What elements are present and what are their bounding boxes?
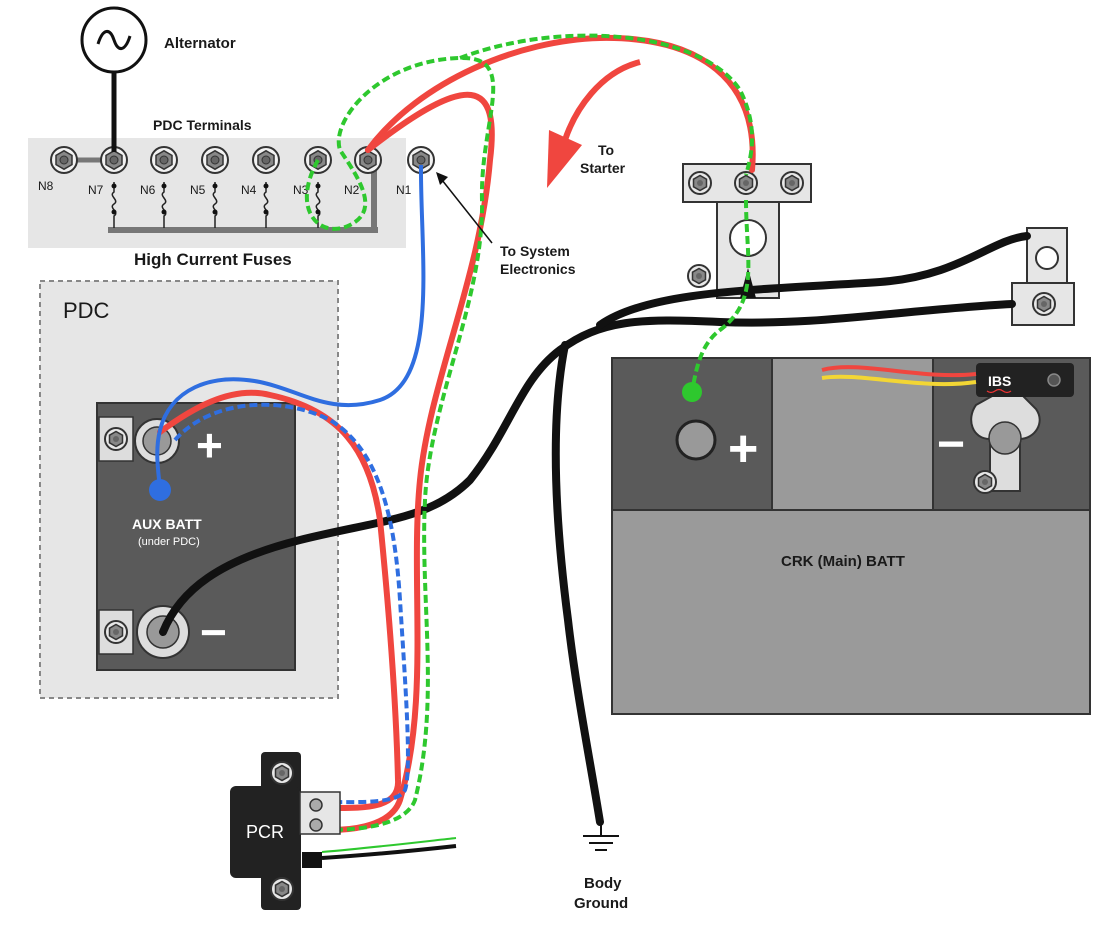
- alternator-label: Alternator: [164, 35, 236, 52]
- to-starter-label-1: To: [598, 142, 614, 158]
- terminal-n6: N6: [140, 183, 156, 197]
- to-system-label-1: To System: [500, 243, 570, 259]
- crk-plus-sign: +: [728, 420, 758, 478]
- crk-positive-post: [675, 419, 717, 461]
- pdc-terminals-label: PDC Terminals: [153, 117, 252, 133]
- terminal-n1: N1: [396, 183, 412, 197]
- terminal-n8: N8: [38, 179, 54, 193]
- to-starter-arrow-icon: [547, 130, 582, 188]
- body-ground-label-1: Body: [584, 875, 622, 892]
- aux-batt-sublabel: (under PDC): [138, 536, 200, 548]
- aux-batt-label: AUX BATT: [132, 516, 202, 532]
- aux-plus-sign: +: [196, 419, 223, 471]
- to-starter-label-2: Starter: [580, 160, 626, 176]
- pcr-label: PCR: [246, 822, 284, 842]
- aux-minus-sign: −: [200, 606, 227, 658]
- crk-minus-sign: −: [937, 418, 965, 471]
- high-current-fuses-label: High Current Fuses: [134, 250, 292, 269]
- terminal-n3: N3: [293, 183, 309, 197]
- red-positive-wires: [157, 34, 756, 833]
- crk-green-connection-dot: [682, 382, 702, 402]
- body-ground-icon: [583, 820, 619, 851]
- black-ground-wires: [159, 232, 1031, 826]
- body-ground-label-2: Ground: [574, 895, 628, 912]
- ibs-sensor: [976, 363, 1074, 397]
- terminal-n7: N7: [88, 183, 104, 197]
- fuse-bus-bar: [108, 227, 378, 233]
- terminal-n4: N4: [241, 183, 257, 197]
- aux-blue-connection-dot: [149, 479, 171, 501]
- terminal-n2: N2: [344, 183, 360, 197]
- green-sense-wires: [304, 33, 754, 832]
- terminal-n5: N5: [190, 183, 206, 197]
- blue-sense-wires: [155, 164, 426, 805]
- to-system-label-2: Electronics: [500, 261, 576, 277]
- to-system-arrow-icon: [436, 172, 448, 185]
- crk-batt-label: CRK (Main) BATT: [781, 553, 905, 570]
- ibs-label: IBS: [988, 373, 1011, 389]
- pdc-label: PDC: [63, 298, 110, 323]
